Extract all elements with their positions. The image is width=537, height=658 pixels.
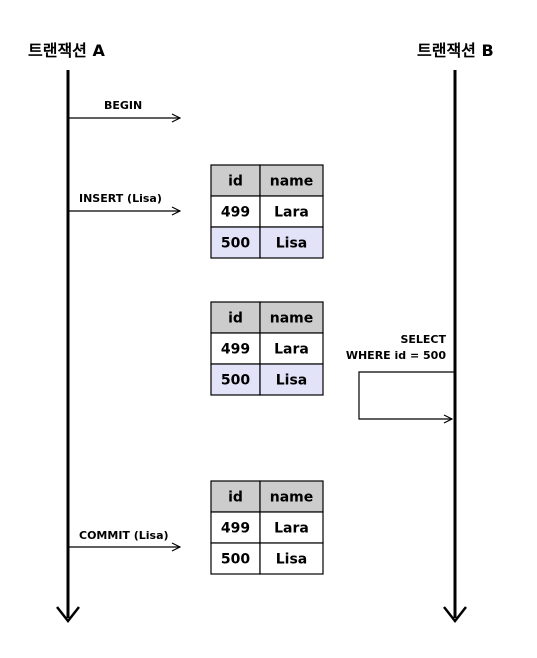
table-cell (259, 332, 324, 365)
select-arrow (358, 371, 455, 419)
timeline-b-arrow-icon (443, 606, 467, 624)
table-cell-text: Lisa (276, 373, 308, 389)
table-cell-text: Lisa (276, 552, 308, 568)
begin-label: BEGIN (104, 99, 142, 112)
table-cell-text: 499 (221, 205, 250, 221)
table-cell-text: Lara (274, 205, 309, 221)
table-header-text: id (228, 490, 243, 506)
table-cell-text: 500 (221, 236, 250, 252)
commit-label: COMMIT (Lisa) (79, 529, 169, 542)
select-where-label: WHERE id = 500 (346, 349, 446, 362)
table-cell-text: 500 (221, 373, 250, 389)
table-cell-text: 499 (221, 521, 250, 537)
table-cell (210, 363, 261, 396)
record-table: id name 499 Lara 500 Lisa (210, 164, 324, 259)
table-header-text: id (228, 174, 243, 190)
table-cell (259, 363, 324, 396)
table-header-text: id (228, 311, 243, 327)
table-header-cell (259, 164, 324, 197)
timeline-b (443, 70, 467, 624)
table-header-text: name (270, 311, 314, 327)
table-cell (210, 542, 261, 575)
table-cell (259, 226, 324, 259)
table-cell-text: 499 (221, 342, 250, 358)
table-header-text: name (270, 490, 314, 506)
insert-label: INSERT (Lisa) (79, 192, 162, 205)
table-cell (259, 542, 324, 575)
table-header-cell (259, 301, 324, 334)
table-header-text: name (270, 174, 314, 190)
transaction-a-title: 트랜잭션 A (28, 41, 105, 60)
table-cell-text: Lisa (276, 236, 308, 252)
timeline-a (56, 70, 80, 624)
table-cell-text: Lara (274, 342, 309, 358)
record-table: id name 499 Lara 500 Lisa (210, 301, 324, 396)
table-cell (259, 511, 324, 544)
table-cell-text: Lara (274, 521, 309, 537)
record-table: id name 499 Lara 500 Lisa (210, 480, 324, 575)
transaction-b-title: 트랜잭션 B (417, 41, 494, 60)
select-label: SELECT (400, 333, 446, 346)
table-header-cell (259, 480, 324, 513)
table-cell (210, 226, 261, 259)
table-cell-text: 500 (221, 552, 250, 568)
table-cell (210, 195, 261, 228)
timeline-a-arrow-icon (56, 606, 80, 624)
